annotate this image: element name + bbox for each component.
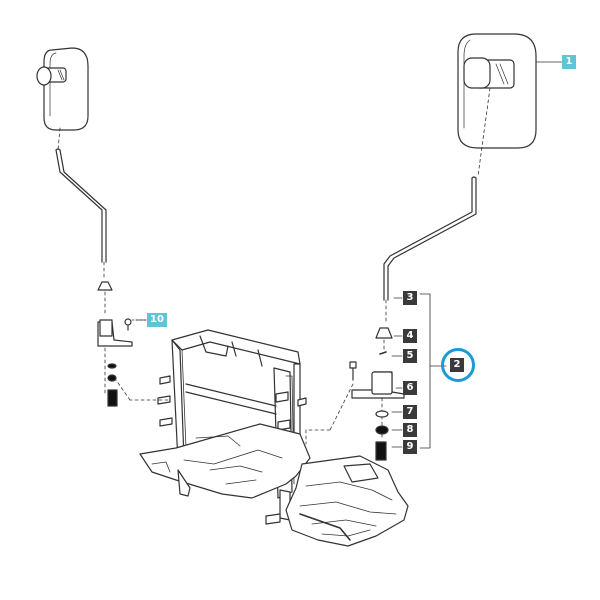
right-mirror-head (457, 33, 537, 149)
right-mirror-assembly (329, 33, 563, 461)
left-mirror-assembly (36, 47, 147, 407)
left-mirror-knob (36, 66, 52, 86)
callout-7[interactable]: 7 (403, 405, 417, 419)
callout-5[interactable]: 5 (403, 349, 417, 363)
callout-10[interactable]: 10 (147, 313, 167, 327)
assembly-leaders (305, 429, 331, 445)
frame-mid-bar (185, 383, 277, 415)
left-mirror-arm (55, 149, 107, 263)
right-washer-1 (375, 410, 389, 418)
callout-9[interactable]: 9 (403, 440, 417, 454)
left-washer-2 (107, 374, 117, 382)
callout-1[interactable]: 1 (562, 55, 576, 69)
left-bolt (124, 318, 132, 326)
left-cone-cap (97, 281, 113, 291)
frame-top-rail (171, 329, 301, 365)
callout-2-highlight-ring (441, 348, 475, 382)
right-spring (375, 441, 387, 461)
callout-3[interactable]: 3 (403, 291, 417, 305)
left-arm-dash-line (57, 127, 61, 151)
callout-8[interactable]: 8 (403, 423, 417, 437)
callout-4[interactable]: 4 (403, 329, 417, 343)
left-mirror-edge (49, 52, 57, 117)
left-spring (107, 389, 118, 407)
right-floor-plate (285, 455, 409, 547)
right-small-pin (379, 351, 387, 355)
right-mirror-knob (463, 57, 491, 89)
left-floor-plate (139, 423, 311, 525)
left-washer-1 (107, 363, 117, 369)
right-washer-2 (375, 425, 389, 435)
right-mirror-arm (383, 177, 477, 301)
right-bolt (349, 361, 357, 369)
callout-6[interactable]: 6 (403, 381, 417, 395)
right-cone-cap (375, 327, 393, 339)
